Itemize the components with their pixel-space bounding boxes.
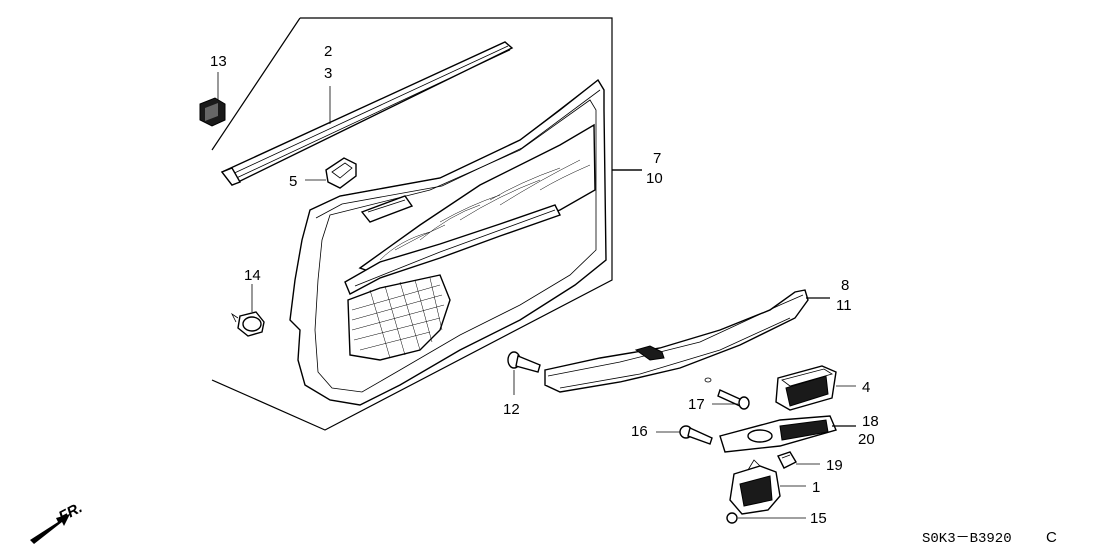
front-arrow-icon <box>30 514 70 544</box>
callout-4: 4 <box>862 379 870 396</box>
window-switch-1 <box>729 459 806 515</box>
callout-10: 10 <box>646 170 663 187</box>
diagram-code-suffix: C <box>1046 529 1057 546</box>
callout-8: 8 <box>841 277 849 294</box>
callout-20: 20 <box>858 431 875 448</box>
fastener-12 <box>507 351 541 395</box>
callout-3: 3 <box>324 65 332 82</box>
callout-12: 12 <box>503 401 520 418</box>
callout-14: 14 <box>244 267 261 284</box>
screw-17 <box>712 389 750 410</box>
callouts: 13 2 3 5 7 10 14 8 11 4 12 17 18 20 16 1… <box>210 43 879 527</box>
callout-2: 2 <box>324 43 332 60</box>
push-clip-14 <box>230 284 265 337</box>
weatherstrip-molding <box>220 41 514 186</box>
callout-11: 11 <box>836 297 852 314</box>
callout-17: 17 <box>688 396 705 413</box>
callout-7: 7 <box>653 150 661 167</box>
clip-19 <box>777 451 820 469</box>
cap-cover-5 <box>305 157 357 189</box>
diagram-code: S0K3－B3920 <box>922 531 1012 547</box>
pocket-bin-4 <box>775 365 856 411</box>
callout-15: 15 <box>810 510 827 527</box>
clip-13 <box>199 72 226 127</box>
screw-16 <box>656 425 713 445</box>
switch-panel-18-20 <box>719 415 856 453</box>
callout-18: 18 <box>862 413 879 430</box>
callout-13: 13 <box>210 53 227 70</box>
callout-19: 19 <box>826 457 843 474</box>
callout-16: 16 <box>631 423 648 440</box>
screw-15 <box>726 512 806 524</box>
door-lining-panel <box>289 78 642 406</box>
callout-1: 1 <box>812 479 820 496</box>
armrest-8-11 <box>544 289 830 393</box>
callout-5: 5 <box>289 173 297 190</box>
